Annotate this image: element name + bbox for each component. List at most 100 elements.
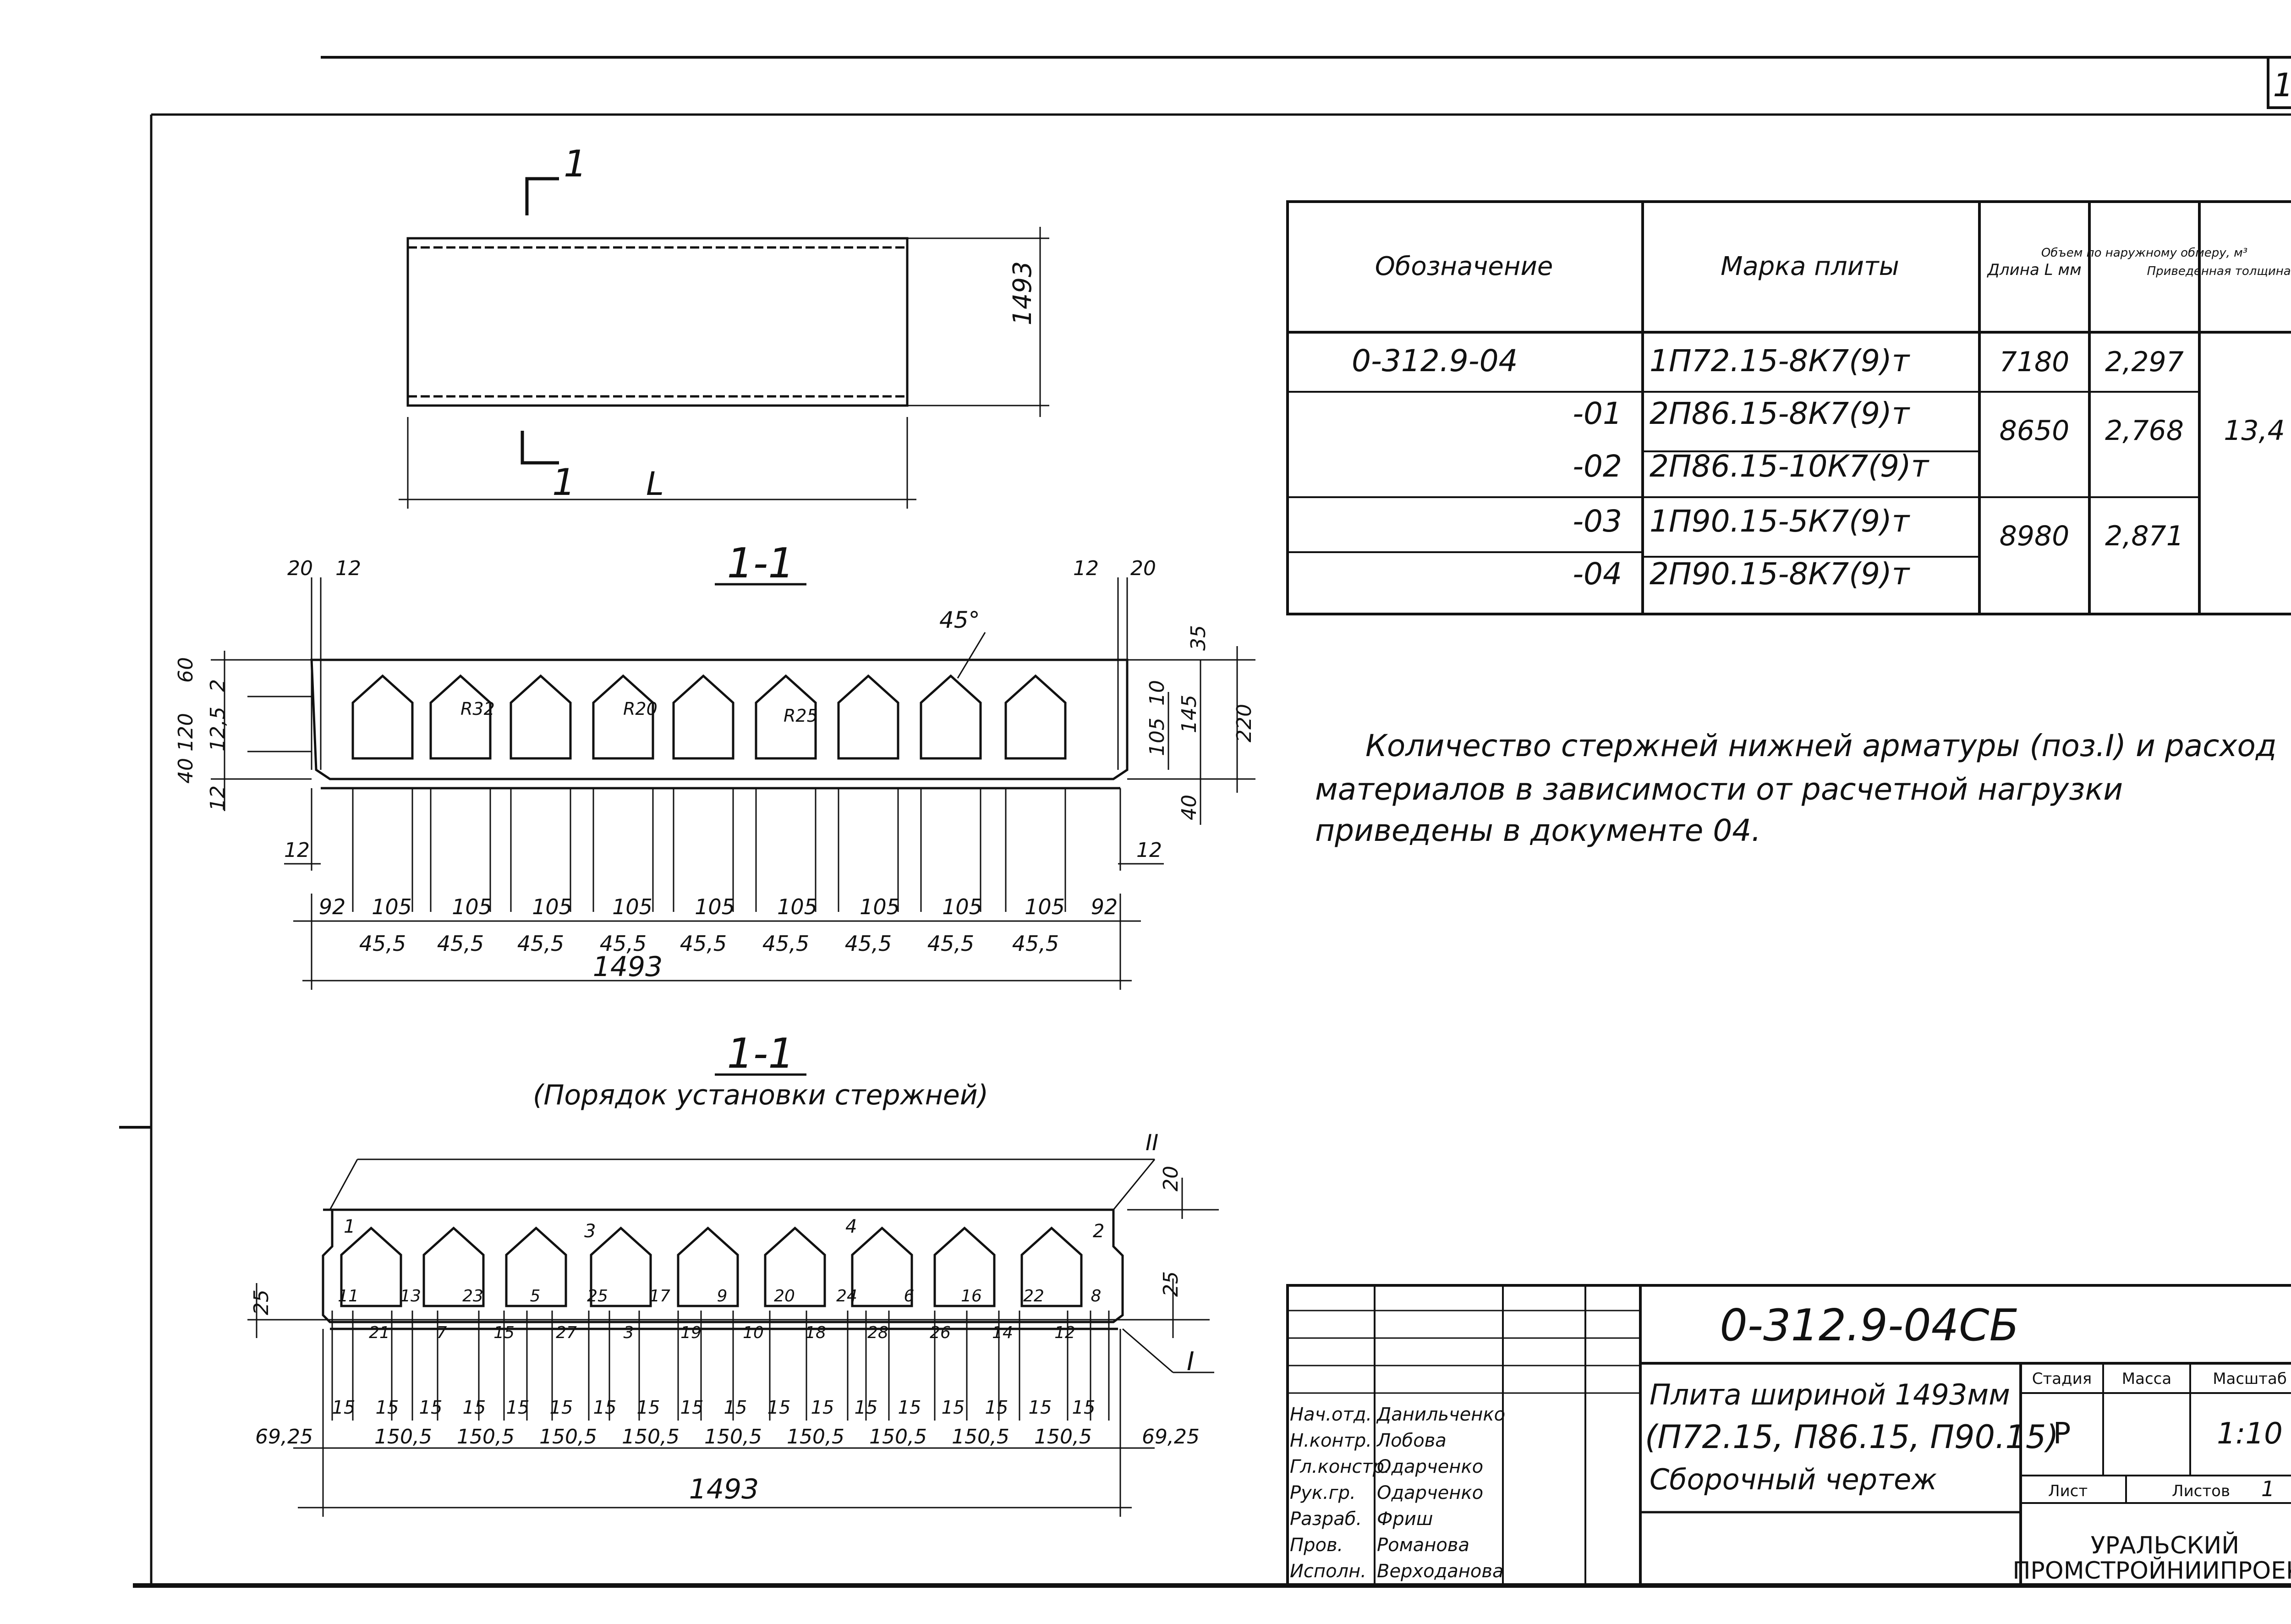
sheets-count: 1: [2261, 1476, 2275, 1501]
table-mark: 2П86.15-10К7(9)т: [1650, 449, 1930, 484]
section2-dim-15: 15: [550, 1397, 573, 1418]
section2-mark: I: [1187, 1347, 1195, 1377]
section1-dim: 12: [335, 557, 361, 580]
title-block-roles: Нач.отд.ДанильченкоН.контр.ЛобоваГл.конс…: [1290, 1404, 1505, 1582]
section1-dim: 105: [777, 894, 817, 919]
stage-label: Стадия: [2032, 1370, 2092, 1388]
sheet-label: Лист: [2048, 1482, 2088, 1500]
section1-dim: 145: [1178, 695, 1201, 733]
section2-dim: 69,25: [255, 1425, 313, 1448]
table-header-volume: Объем по наружному обмеру, м³: [2041, 246, 2247, 260]
table-designation: -01: [1573, 396, 1622, 431]
section2-dim: 25: [1159, 1271, 1183, 1297]
role-name: Лобова: [1376, 1430, 1447, 1451]
section2-dim: 150,5: [704, 1425, 762, 1448]
section2-mark: 2: [1093, 1221, 1104, 1242]
section1-dim: 2: [206, 679, 230, 692]
section1-dim: 45,5: [1012, 931, 1059, 956]
table-header-length: Длина L мм: [1986, 261, 2081, 279]
stage-value: Р: [2053, 1417, 2071, 1451]
role-label: Н.контр.: [1290, 1430, 1372, 1451]
section1-radius-3: R25: [784, 706, 818, 726]
section2-dim-15: 15: [855, 1397, 878, 1418]
section1-hollow: [755, 674, 817, 760]
section2-dim: 69,25: [1142, 1425, 1200, 1448]
section2-hollow: [764, 1226, 826, 1307]
section2-dim-15: 15: [942, 1397, 965, 1418]
section1-dim: 105: [860, 894, 900, 919]
section1-dim: 20: [287, 557, 313, 580]
section1-angle: 45°: [939, 607, 980, 633]
sheet-number: 15: [2273, 66, 2291, 104]
section2-total: 1493: [689, 1473, 759, 1505]
org-line-2: ПРОМСТРОЙНИИПРОЕКТ: [2012, 1557, 2291, 1585]
sheets-label: Листов: [2172, 1482, 2230, 1500]
section2-dim: 150,5: [787, 1425, 844, 1448]
section2-mark: 4: [845, 1216, 857, 1237]
doc-title-2: (П72.15, П86.15, П90.15): [1645, 1418, 2059, 1456]
section2-mark: II: [1146, 1130, 1158, 1156]
table-header-thickness: Приведенная толщина бетона, см: [2147, 264, 2291, 278]
section2-rod-number: 13: [400, 1287, 421, 1306]
scale-label: Масштаб: [2213, 1370, 2287, 1388]
role-name: Одарченко: [1377, 1482, 1483, 1503]
section1-dim: 45,5: [680, 931, 727, 956]
section2-rod-number: 9: [717, 1287, 728, 1306]
section2-dim: 150,5: [539, 1425, 597, 1448]
section1-dim: 105: [612, 894, 652, 919]
section2-rod-number: 19: [680, 1323, 702, 1342]
section2-hollow: [677, 1226, 739, 1307]
section2-hollow: [340, 1226, 402, 1307]
section1-drawing: [211, 577, 1255, 990]
section1-dim: 35: [1187, 625, 1210, 651]
table-volume: 2,297: [2105, 346, 2184, 378]
section1-dim: 105: [452, 894, 492, 919]
section2-dim-15: 15: [463, 1397, 486, 1418]
section2-rod-number: 6: [904, 1287, 915, 1306]
section2-dim-15: 15: [376, 1397, 399, 1418]
role-label: Гл.констр.: [1290, 1456, 1390, 1477]
note-line-2: материалов в зависимости от расчетной на…: [1315, 772, 2123, 807]
section2-hollow: [590, 1226, 652, 1307]
section1-dim: 20: [1130, 557, 1156, 580]
role-name: Фриш: [1377, 1509, 1433, 1530]
section1-dim: 120: [174, 713, 197, 752]
section2-dim-15: 15: [1029, 1397, 1052, 1418]
section2-rod-number: 22: [1023, 1287, 1044, 1306]
table-mark: 2П86.15-8К7(9)т: [1650, 396, 1911, 431]
doc-code: 0-312.9-04СБ: [1720, 1300, 2019, 1351]
section2-dim: 150,5: [952, 1425, 1009, 1448]
section2-rod-number: 11: [338, 1287, 359, 1306]
section1-hollow: [510, 674, 572, 760]
section2-dim-15: 15: [680, 1397, 704, 1418]
section1-dim: 60: [174, 657, 197, 683]
section1-total: 1493: [593, 951, 663, 983]
section1-dim: 12: [206, 785, 230, 811]
role-name: Романова: [1377, 1535, 1469, 1556]
section1-dim: 45,5: [517, 931, 564, 956]
table-length: 8650: [2000, 415, 2070, 447]
section2-dim: 150,5: [869, 1425, 927, 1448]
section1-dim: 12,5: [206, 707, 230, 752]
section1-dim: 40: [1178, 795, 1201, 820]
section1-dim: 45,5: [845, 931, 892, 956]
section1-hollow: [672, 674, 734, 760]
section1-hollow: [429, 674, 492, 760]
section1-dim: 92: [1091, 894, 1118, 919]
section1-dim: 105: [695, 894, 735, 919]
table-header-mark: Марка плиты: [1721, 252, 1899, 281]
section2-rod-number: 27: [556, 1323, 577, 1342]
scale-value: 1:10: [2217, 1417, 2283, 1451]
note-line-3: приведены в документе 04.: [1315, 813, 1761, 848]
section2-hollow: [851, 1226, 913, 1307]
org-line-1: УРАЛЬСКИЙ: [2091, 1531, 2239, 1559]
section2-dim: 25: [250, 1289, 273, 1315]
section2-dim-15: 15: [724, 1397, 747, 1418]
section1-dim: 45,5: [359, 931, 406, 956]
section2-rod-number: 7: [437, 1323, 447, 1342]
role-label: Пров.: [1290, 1535, 1343, 1556]
section2-dim: 150,5: [622, 1425, 680, 1448]
